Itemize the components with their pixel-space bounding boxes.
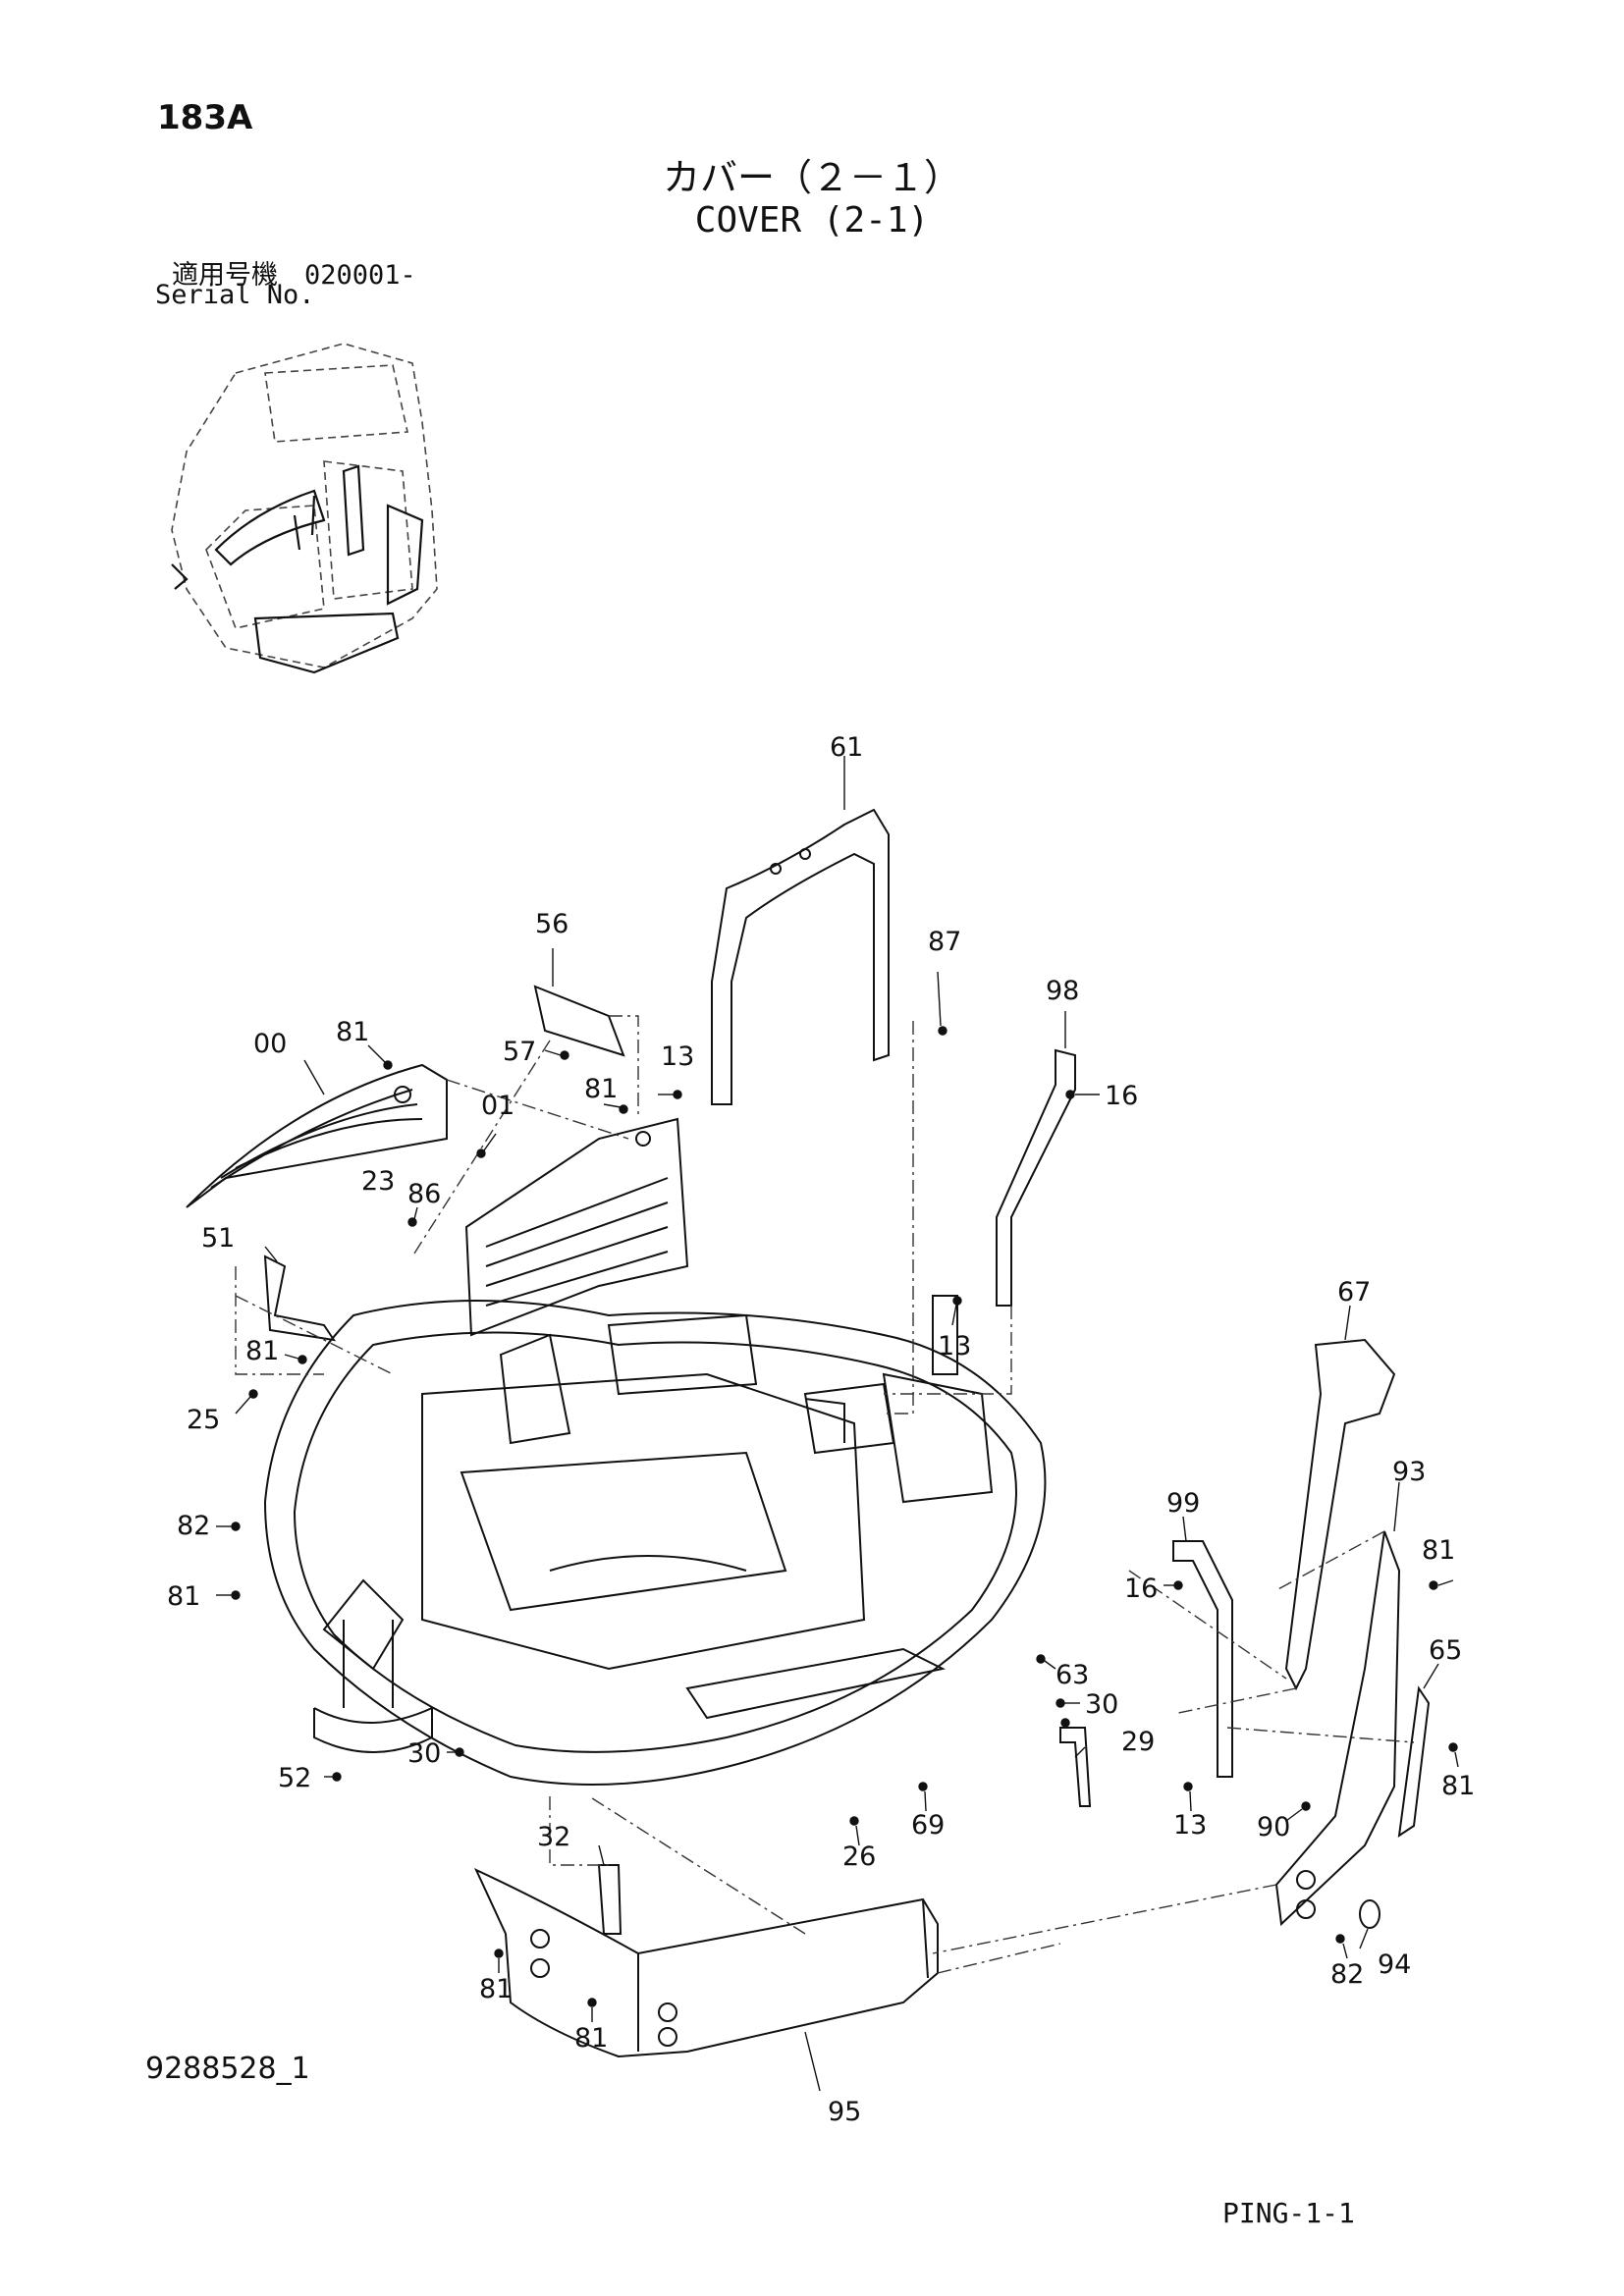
main-frame [263, 1295, 1047, 1786]
label-81-c: 81 [245, 1336, 279, 1366]
label-69: 69 [911, 1810, 945, 1841]
label-23: 23 [361, 1166, 395, 1197]
fasteners-and-leaders [216, 756, 1459, 2092]
label-61: 61 [830, 732, 863, 763]
part-98-bracket [996, 1048, 1076, 1307]
inset-highlight-parts [171, 464, 424, 674]
label-81-b: 81 [584, 1074, 618, 1104]
label-25: 25 [187, 1405, 220, 1435]
label-87: 87 [928, 927, 961, 957]
label-63: 63 [1056, 1660, 1089, 1690]
part-94-cap [1359, 1899, 1380, 1929]
label-16-b: 16 [1124, 1574, 1158, 1604]
label-13-c: 13 [1173, 1810, 1207, 1841]
label-81-h: 81 [574, 2023, 608, 2054]
label-30-b: 30 [407, 1738, 441, 1769]
label-51: 51 [201, 1223, 235, 1254]
label-00: 00 [253, 1029, 287, 1059]
part-93-side-cover [1274, 1530, 1401, 1927]
label-82-a: 82 [177, 1511, 210, 1541]
label-81-e: 81 [167, 1581, 200, 1612]
label-81-g: 81 [479, 1974, 513, 2004]
label-32: 32 [537, 1822, 570, 1852]
label-01: 01 [481, 1091, 514, 1121]
label-98: 98 [1046, 976, 1079, 1006]
part-95-counterweight [473, 1867, 939, 2058]
title-japanese: カバー（２－１） [662, 156, 961, 199]
title-english: COVER (2-1) [694, 200, 930, 240]
sheet-code: PING-1-1 [1222, 2197, 1355, 2229]
part-00-grille-left [186, 1063, 448, 1208]
part-61-frame [711, 808, 890, 1105]
part-51-bracket [263, 1255, 337, 1342]
part-32-bracket [597, 1864, 623, 1935]
label-95: 95 [828, 2097, 861, 2127]
part-65-side-grille [1397, 1685, 1431, 1839]
part-number-labels: 61 56 87 98 00 81 57 13 81 16 01 23 86 5… [167, 732, 1475, 2127]
label-56: 56 [535, 909, 568, 939]
part-01-grille-center [464, 1117, 689, 1337]
label-81-d: 81 [1422, 1535, 1455, 1566]
drawing-number: 9288528_1 [145, 2052, 310, 2086]
label-93: 93 [1392, 1457, 1426, 1487]
label-13-a: 13 [661, 1041, 694, 1072]
inset-machine-sketch [171, 343, 438, 668]
label-30-a: 30 [1085, 1689, 1118, 1720]
label-65: 65 [1429, 1635, 1462, 1666]
assembly-lines [235, 1015, 1415, 1974]
serial-label-english: Serial No. [155, 280, 315, 310]
label-81-f: 81 [1441, 1771, 1475, 1801]
label-81-a: 81 [336, 1017, 369, 1047]
label-13-b: 13 [938, 1331, 971, 1362]
label-94: 94 [1378, 1949, 1411, 1980]
label-67: 67 [1337, 1277, 1371, 1308]
label-16-a: 16 [1105, 1081, 1138, 1111]
label-99: 99 [1166, 1488, 1200, 1519]
label-52: 52 [278, 1763, 311, 1793]
label-86: 86 [407, 1179, 441, 1209]
page-code: 183A [157, 98, 253, 137]
label-57: 57 [503, 1037, 536, 1067]
label-90: 90 [1257, 1812, 1290, 1842]
label-82-b: 82 [1330, 1959, 1364, 1990]
part-29-bracket [1059, 1727, 1092, 1807]
part-99-bracket [1172, 1540, 1233, 1778]
label-26: 26 [842, 1842, 876, 1872]
label-29: 29 [1121, 1727, 1155, 1757]
serial-label-japanese: 適用号機 020001- [172, 260, 416, 291]
part-56-plate [533, 985, 625, 1057]
part-67-pillar [1284, 1338, 1396, 1691]
